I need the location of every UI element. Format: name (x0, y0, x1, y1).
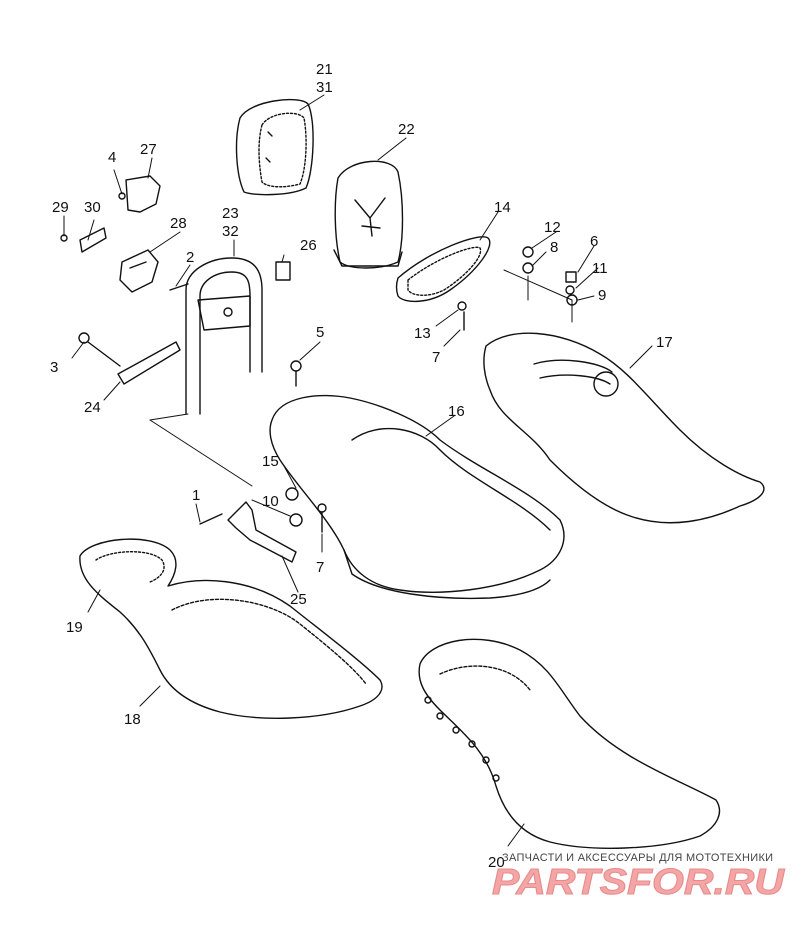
washer-part-15 (285, 487, 299, 501)
part-label-6: 6 (590, 233, 598, 250)
part-label-10: 10 (262, 493, 279, 510)
plate-part (275, 261, 291, 281)
bolt-part-6 (565, 271, 577, 283)
mount-bracket-part (227, 501, 297, 563)
part-label-12: 12 (544, 219, 561, 236)
nut-part-13 (457, 301, 467, 311)
watermark-tagline: ЗАПЧАСТИ И АКСЕССУАРЫ ДЛЯ МОТОТЕХНИКИ (502, 852, 774, 864)
part-label-27: 27 (140, 141, 157, 158)
part-label-11: 11 (592, 260, 608, 277)
screw-part-7b (317, 503, 327, 513)
assembly-lines (149, 269, 573, 487)
watermark-logo-text: PARTSFOR.RU (492, 861, 785, 902)
clip-part (119, 249, 159, 293)
part-label-19: 19 (66, 619, 83, 636)
part-label-9: 9 (598, 287, 606, 304)
watermark-logo: PARTSFOR.RU (492, 861, 786, 903)
part-label-5: 5 (316, 324, 324, 341)
part-label-14: 14 (494, 199, 511, 216)
part-label-23: 23 (222, 205, 239, 222)
part-label-16: 16 (448, 403, 465, 420)
screw-part-5 (290, 360, 302, 372)
bolt-part-1 (199, 513, 223, 525)
bolt-part-3 (78, 332, 90, 344)
washer-part-10 (289, 513, 303, 527)
side-bracket-part (117, 341, 181, 385)
part-label-32: 32 (222, 223, 239, 240)
nut-part-12 (522, 246, 534, 258)
part-label-30: 30 (84, 199, 101, 216)
part-label-31: 31 (316, 79, 333, 96)
part-label-2: 2 (186, 249, 194, 266)
backrest-pad-part (235, 98, 314, 196)
part-label-24: 24 (84, 399, 101, 416)
part-label-26: 26 (300, 237, 317, 254)
part-label-15: 15 (262, 453, 279, 470)
part-label-8: 8 (550, 239, 558, 256)
part-label-20: 20 (488, 854, 505, 871)
part-label-17: 17 (656, 334, 673, 351)
part-label-21: 21 (316, 61, 333, 78)
part-label-13: 13 (414, 325, 431, 342)
bolt-part-2 (169, 283, 189, 291)
part-label-29: 29 (52, 199, 69, 216)
seat-part-17 (483, 332, 765, 524)
leader-lines (63, 94, 653, 847)
part-label-25: 25 (290, 591, 307, 608)
seat-part-18 (79, 538, 383, 719)
sissy-bar-part (185, 257, 263, 415)
part-label-22: 22 (398, 121, 415, 138)
seat-part-20 (418, 638, 721, 849)
plate-part-30 (79, 227, 107, 253)
backrest-part (333, 160, 404, 269)
part-label-7-upper: 7 (432, 349, 440, 366)
part-label-18: 18 (124, 711, 141, 728)
part-label-3: 3 (50, 359, 58, 376)
part-label-1: 1 (192, 487, 200, 504)
bracket-part (125, 175, 161, 213)
washer-part-8 (522, 262, 534, 274)
part-label-7-lower: 7 (316, 559, 324, 576)
part-labels: 1 2 3 4 5 6 7 7 8 9 10 11 12 13 14 15 16… (50, 61, 673, 871)
washer-part-11 (565, 285, 575, 295)
seat-part-16 (269, 394, 565, 600)
part-label-4: 4 (108, 149, 116, 166)
strap-part (395, 236, 491, 303)
part-label-28: 28 (170, 215, 187, 232)
